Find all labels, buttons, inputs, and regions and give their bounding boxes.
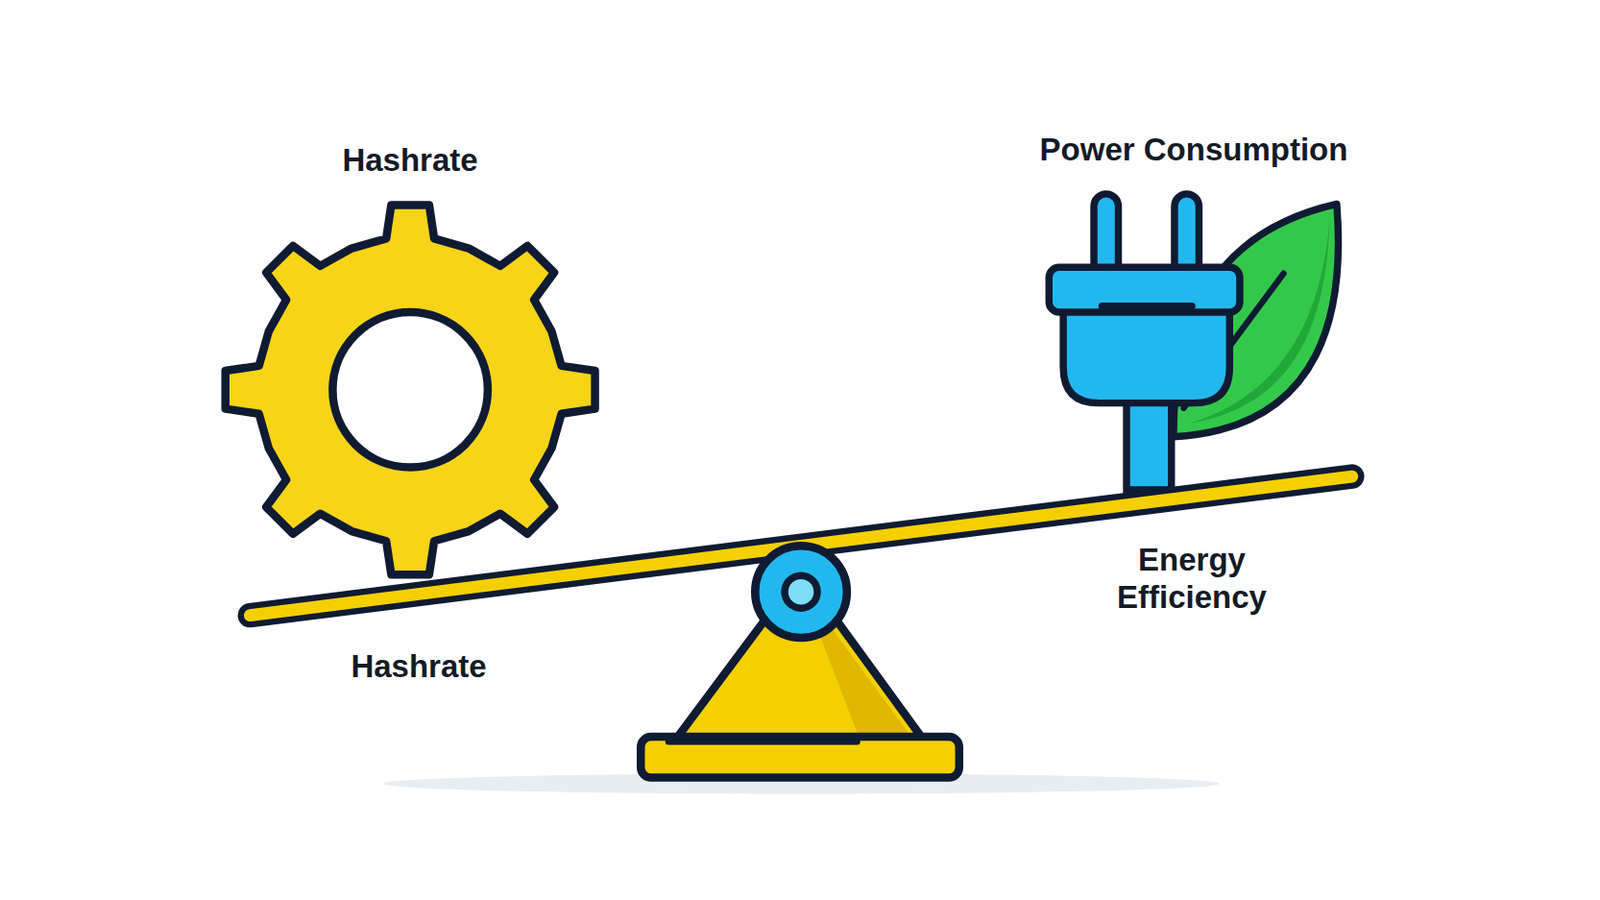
hashrate-label: Hashrate	[341, 142, 478, 180]
gear-hole	[332, 312, 488, 467]
plug-cord	[1126, 392, 1172, 490]
base-mark	[668, 738, 858, 745]
plug-prong	[1093, 193, 1119, 276]
fulcrum-base	[640, 736, 960, 777]
pivot	[754, 545, 848, 638]
pivot-pin	[784, 575, 818, 608]
fulcrum	[675, 571, 923, 740]
plug-prong	[1174, 193, 1200, 276]
hashrate-label: Hashrate	[350, 648, 486, 686]
gear	[225, 204, 596, 575]
efficiency-label: Energy Efficiency	[1081, 541, 1303, 617]
plug-cap	[1048, 266, 1240, 313]
plug-body	[1063, 306, 1230, 404]
plug-mark	[1102, 302, 1193, 310]
power-label: Power Consumption	[1040, 131, 1349, 170]
